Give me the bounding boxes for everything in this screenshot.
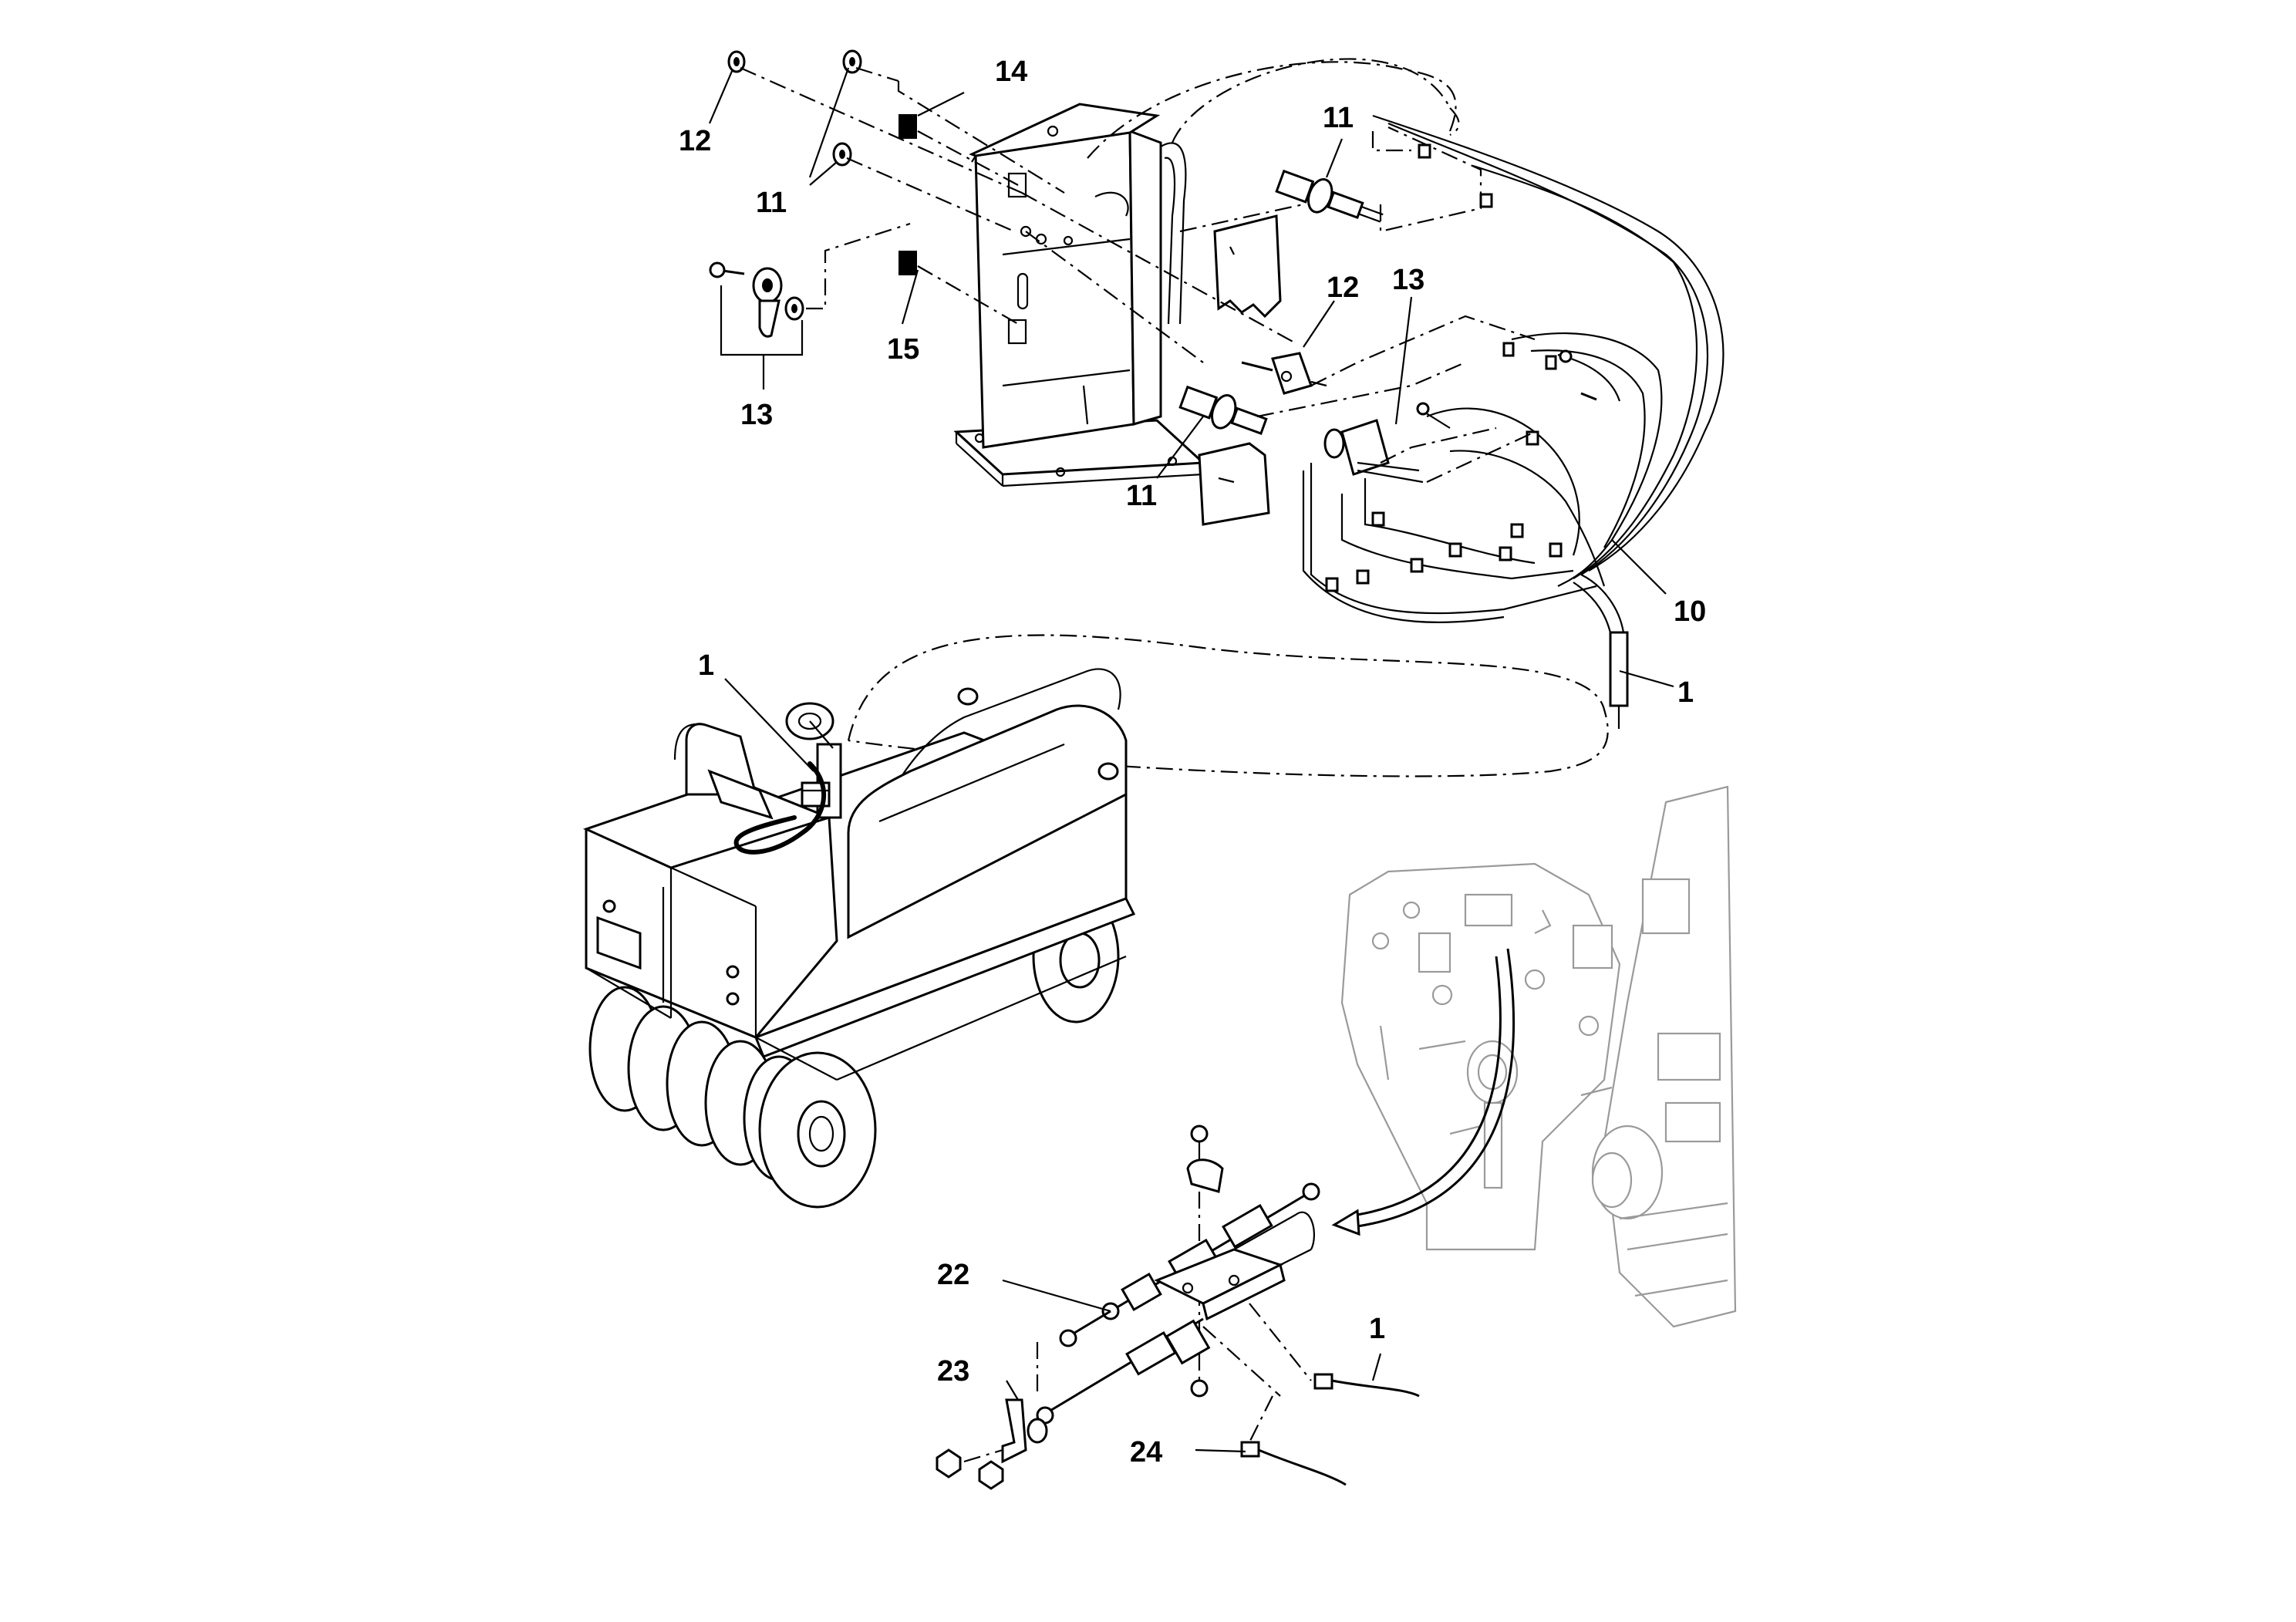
control-cable-detail [936,1125,1420,1490]
callout-10: 10 [1674,595,1706,628]
leader-lines [708,67,1674,1453]
callout-11: 11 [1323,102,1354,134]
callout-1: 1 [1677,676,1694,709]
callout-14: 14 [995,56,1027,88]
callout-12: 12 [1327,271,1359,304]
callout-13: 13 [740,399,773,431]
callout-1: 1 [698,649,714,682]
callout-1: 1 [1369,1313,1385,1345]
callout-labels: 14 12 11 11 13 15 12 13 11 10 1 1 22 23 … [679,56,1706,1469]
roller-machine [582,668,1136,1209]
callout-11: 11 [1126,480,1157,512]
callout-24: 24 [1130,1436,1162,1469]
callout-22: 22 [937,1259,969,1291]
engine-pump-assembly [1331,785,1737,1328]
callout-15: 15 [887,333,919,366]
callout-23: 23 [937,1355,969,1388]
callout-13: 13 [1392,264,1424,296]
callout-11: 11 [756,187,787,219]
exploded-hardware [709,49,1304,389]
control-pedestal [953,103,1282,526]
wiring-harness [847,58,1725,777]
callout-12: 12 [679,125,711,157]
